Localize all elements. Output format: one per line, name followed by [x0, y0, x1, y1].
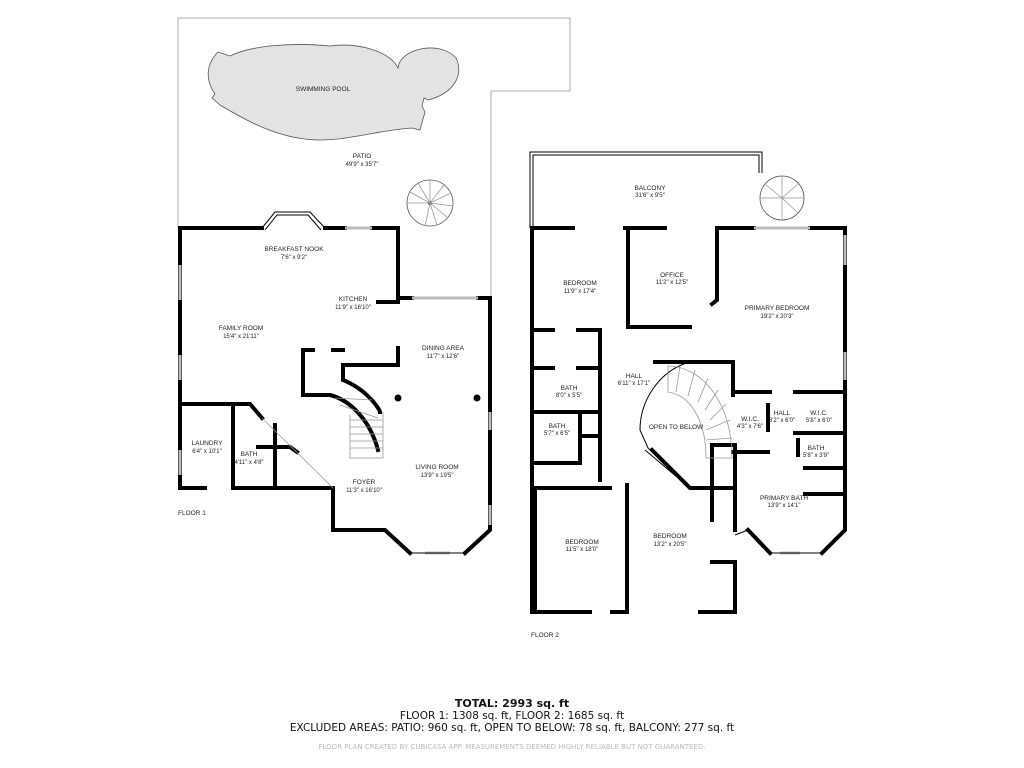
room-label: PRIMARY BEDROOM	[745, 305, 810, 312]
patio-outline	[177, 17, 571, 298]
floor-2-label: FLOOR 2	[531, 632, 559, 639]
room-dims: 11'9" x 16'10"	[335, 305, 371, 311]
room-label: OPEN TO BELOW	[649, 424, 704, 431]
column	[473, 394, 481, 402]
room-dims: 11'2" x 12'5"	[656, 280, 688, 286]
room-label: PRIMARY BATH	[760, 495, 808, 502]
swimming-pool	[207, 44, 460, 141]
room-labels: SWIMMING POOL PATIO 49'9" x 35'7" BREAKF…	[178, 86, 832, 639]
room-label: DINING AREA	[422, 345, 465, 352]
room-dims: 6'11" x 17'1"	[618, 381, 650, 387]
room-dims: 11'3" x 16'10"	[346, 488, 382, 494]
room-dims: 4'3" x 7'6"	[737, 424, 763, 430]
spiral-stair-icon	[406, 179, 454, 227]
room-dims: 13'9" x 19'5"	[421, 473, 454, 479]
staircase	[334, 397, 384, 459]
room-label: BEDROOM	[653, 533, 687, 540]
room-label: KITCHEN	[339, 296, 368, 303]
floor-2-plan	[529, 151, 847, 614]
room-label: BATH	[241, 451, 258, 458]
room-label: W.I.C.	[741, 416, 759, 423]
room-dims: 3'2" x 6'0"	[769, 418, 795, 424]
room-dims: 8'0" x 5'5"	[556, 393, 582, 399]
room-dims: 49'9" x 35'7"	[346, 162, 379, 168]
room-label: W.I.C.	[810, 410, 828, 417]
room-dims: 13'2" x 20'5"	[654, 542, 687, 548]
room-dims: 11'9" x 17'4"	[564, 289, 596, 295]
room-label: FAMILY ROOM	[219, 325, 264, 332]
room-dims: 11'5" x 18'0"	[566, 547, 598, 553]
room-dims: 15'4" x 21'11"	[223, 334, 259, 340]
floor-1-label: FLOOR 1	[178, 510, 206, 517]
room-label: BATH	[808, 445, 825, 452]
excluded-areas: EXCLUDED AREAS: PATIO: 960 sq. ft, OPEN …	[289, 722, 735, 734]
room-dims: 19'2" x 20'3"	[761, 314, 794, 320]
room-label: FOYER	[353, 479, 376, 486]
room-label: BATH	[561, 385, 578, 392]
spiral-stair-icon	[759, 175, 805, 221]
balcony-outline	[529, 151, 763, 228]
disclaimer: FLOOR PLAN CREATED BY CUBICASA APP. MEAS…	[318, 743, 706, 751]
room-label: BREAKFAST NOOK	[264, 246, 324, 253]
floor-areas: FLOOR 1: 1308 sq. ft, FLOOR 2: 1685 sq. …	[399, 710, 625, 722]
room-dims: 31'6" x 9'5"	[635, 193, 665, 199]
room-label: SWIMMING POOL	[296, 86, 351, 93]
room-dims: 5'8" x 3'9"	[803, 453, 829, 459]
room-label: LAUNDRY	[192, 440, 224, 447]
room-label: BEDROOM	[563, 280, 597, 287]
room-label: PATIO	[353, 153, 372, 160]
room-dims: 5'8" x 6'0"	[806, 418, 832, 424]
floor-1-plan	[177, 17, 571, 556]
room-dims: 7'6" x 9'2"	[281, 255, 307, 261]
staircase	[667, 365, 733, 459]
total-area: TOTAL: 2993 sq. ft	[454, 697, 570, 710]
room-dims: 13'9" x 14'1"	[768, 503, 801, 509]
room-dims: 6'4" x 10'1"	[192, 449, 222, 455]
room-label: BATH	[549, 423, 566, 430]
room-dims: 4'11" x 4'8"	[234, 460, 263, 466]
room-dims: 5'7" x 6'5"	[544, 431, 570, 437]
room-label: BALCONY	[634, 185, 666, 192]
room-label: LIVING ROOM	[415, 464, 458, 471]
room-label: BEDROOM	[565, 539, 599, 546]
room-label: HALL	[774, 410, 791, 417]
room-label: OFFICE	[660, 272, 684, 279]
room-label: HALL	[626, 373, 643, 380]
room-dims: 11'7" x 12'6"	[427, 354, 459, 360]
column	[394, 394, 402, 402]
